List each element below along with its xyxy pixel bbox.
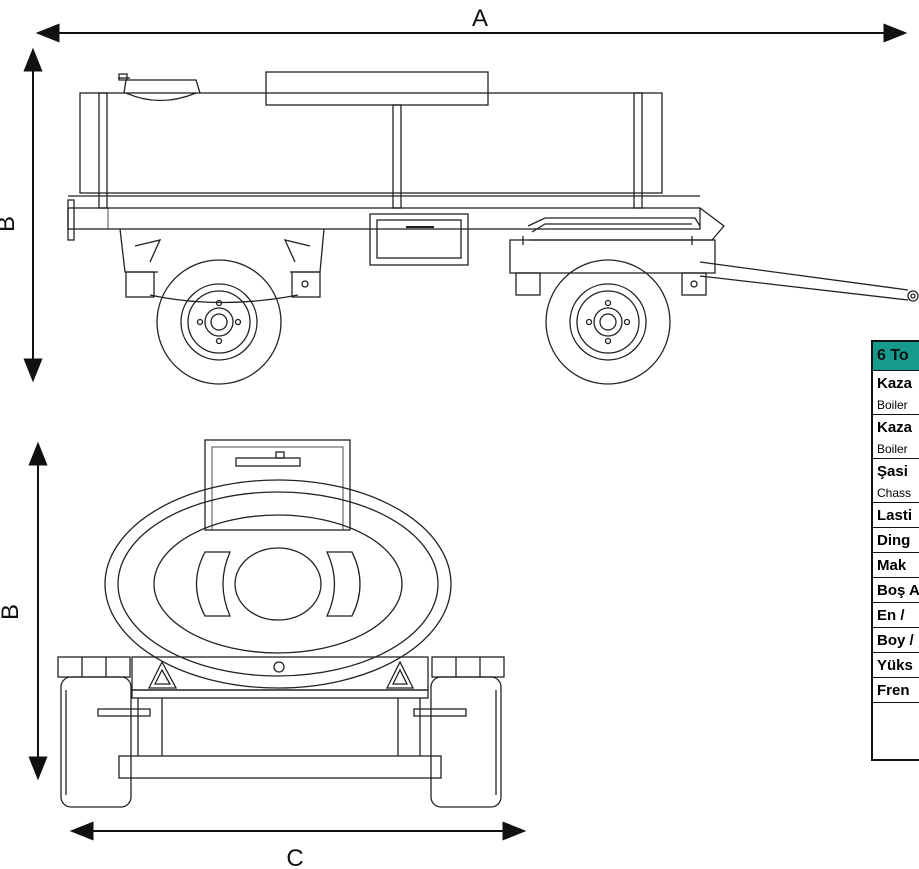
side-toolbox (369, 213, 469, 266)
dimension-a-label: A (472, 5, 488, 32)
tank-straps (98, 92, 643, 209)
spec-row-sublabel: Boiler (877, 441, 908, 456)
spec-row-label: Boy / (872, 627, 919, 653)
dimension-c-label: C (286, 845, 303, 869)
spec-row-label: Yüks (872, 652, 919, 678)
front-wheel (545, 259, 671, 385)
spec-row-label: Boş A (872, 577, 919, 603)
rear-tank-ellipse (104, 479, 452, 689)
specification-table: 6 To Kaza Boiler Kaza Boiler Şasi Chass … (871, 340, 919, 761)
spec-row-label: Şasi (872, 458, 919, 483)
water-tank-body (79, 92, 663, 194)
dimension-b-side: B (0, 47, 43, 383)
dimension-c: C (69, 821, 527, 869)
dimension-b-rear-label: B (0, 604, 24, 620)
spec-table-header: 6 To (872, 340, 919, 371)
rear-left-wheel (57, 656, 132, 808)
trailer-side-view (67, 71, 919, 385)
spec-row-label: En / (872, 602, 919, 628)
spec-row-label: Lasti (872, 502, 919, 528)
dimension-a: A (35, 5, 908, 43)
drawbar (699, 261, 919, 302)
spec-row-label: Mak (872, 552, 919, 578)
dimension-b-rear: B (0, 441, 48, 781)
spec-row-label: Kaza (872, 370, 919, 395)
dimension-b-side-label: B (0, 216, 20, 232)
spec-row-label: Kaza (872, 414, 919, 439)
rear-right-wheel (430, 656, 505, 808)
spec-row-label: Ding (872, 527, 919, 553)
rear-wheel (156, 259, 282, 385)
spec-row-label (872, 702, 919, 760)
top-tool-box (265, 71, 489, 106)
front-turntable (509, 217, 716, 296)
spec-row-label: Fren (872, 677, 919, 703)
spec-row-sublabel: Chass (877, 485, 912, 500)
rear-frame (97, 656, 467, 779)
manhole-lid (118, 73, 201, 102)
trailer-rear-view (57, 439, 505, 808)
spec-row-sublabel: Boiler (877, 397, 908, 412)
